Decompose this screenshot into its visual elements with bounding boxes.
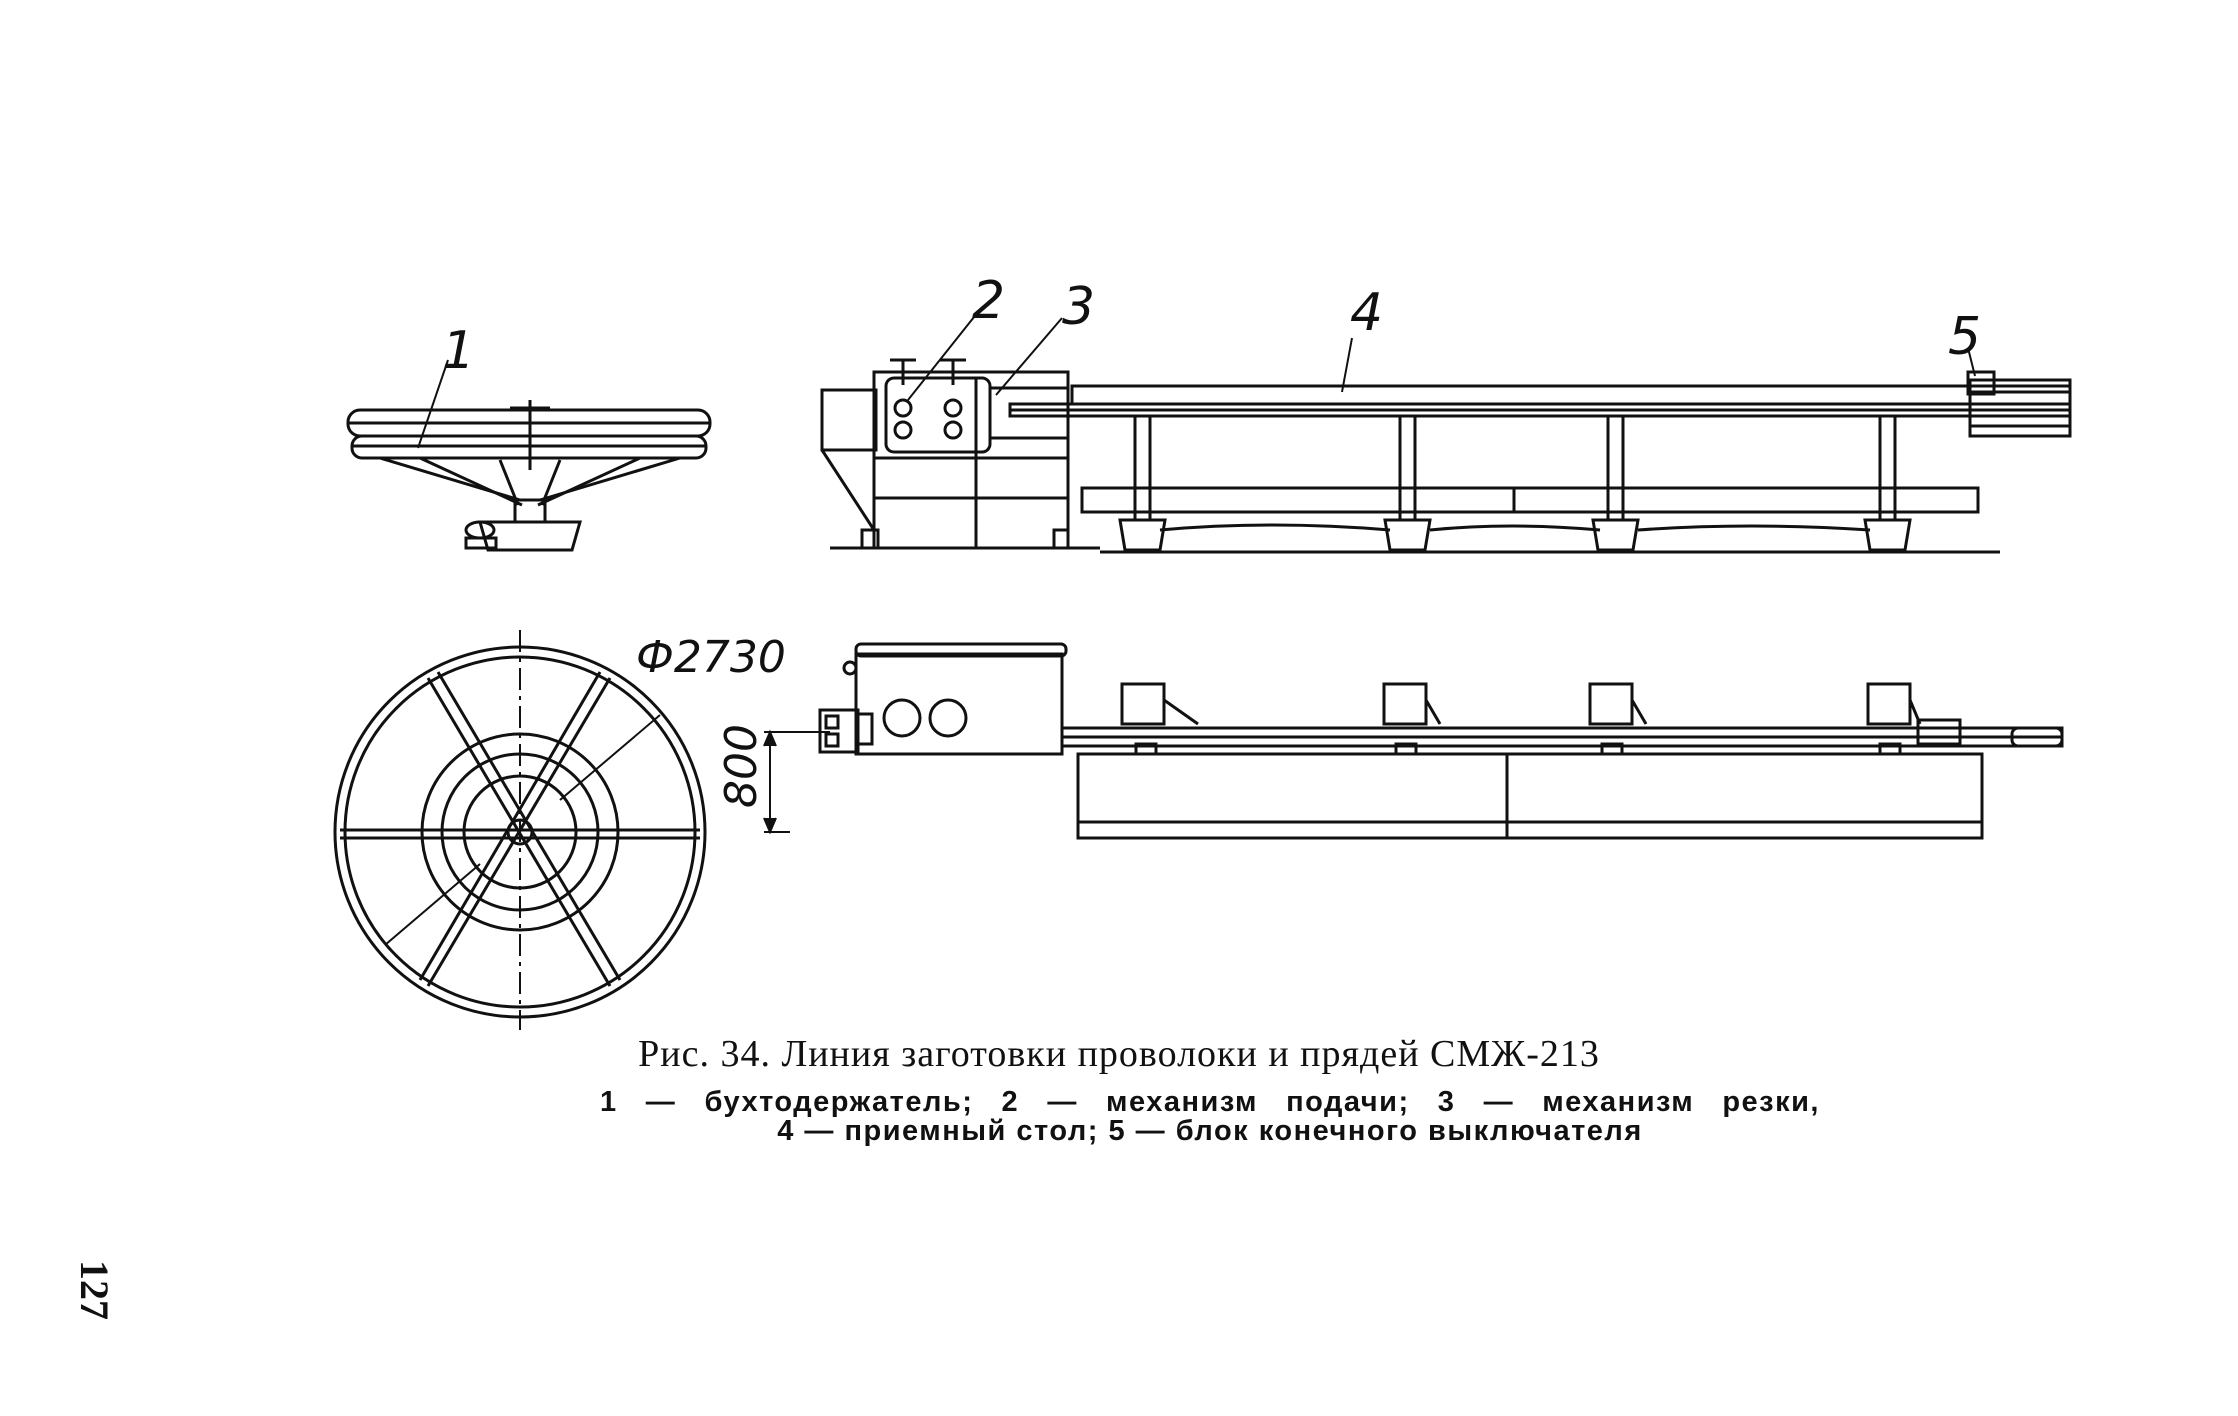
diameter-dimension-label: Ф2730 <box>636 632 786 683</box>
callout-leaders <box>417 311 1976 449</box>
feed-cut-unit-side-view <box>820 358 1100 550</box>
callout-5: 5 <box>1948 307 1981 367</box>
coil-holder-side-view <box>346 400 712 552</box>
callout-1: 1 <box>442 321 475 381</box>
figure-legend-line-1: 1 — бухтодержатель; 2 — механизм подачи;… <box>600 1086 1820 1118</box>
dimension-800 <box>763 729 830 835</box>
offset-dimension-label: 800 <box>716 724 767 808</box>
coil-holder-plan-view <box>333 630 707 1030</box>
callout-4: 4 <box>1350 283 1383 343</box>
callout-2: 2 <box>972 271 1005 331</box>
receiving-table-side-view <box>1008 370 2072 554</box>
callout-3: 3 <box>1062 277 1095 337</box>
receiving-table-plan-view <box>1060 682 2064 840</box>
figure-legend-line-2: 4 — приемный стол; 5 — блок конечного вы… <box>777 1115 1643 1147</box>
page-number: 127 <box>72 1260 117 1320</box>
feed-cut-unit-plan-view <box>818 642 1068 756</box>
figure-caption-title: Рис. 34. Линия заготовки проволоки и пря… <box>638 1033 1600 1075</box>
